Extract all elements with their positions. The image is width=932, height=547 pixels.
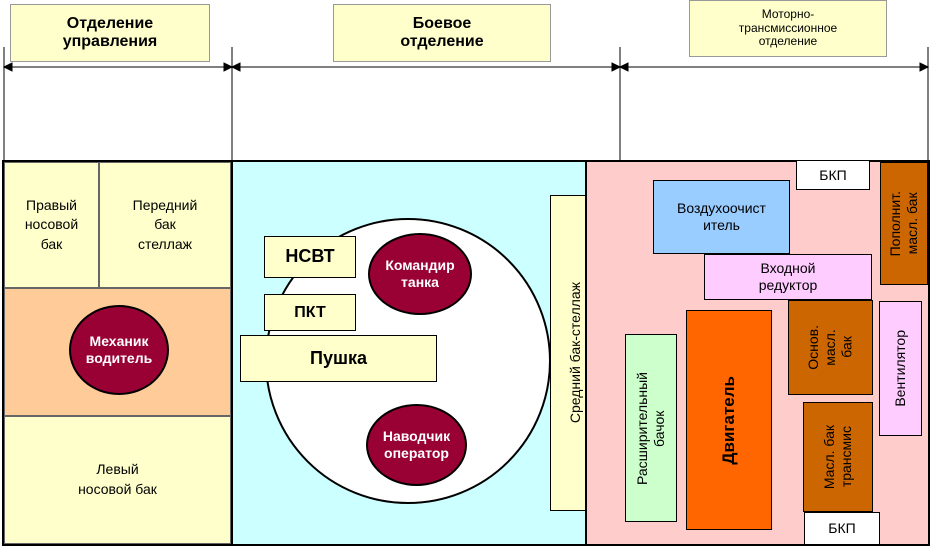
front-tank-rack: Передний бак стеллаж bbox=[99, 162, 231, 288]
gunner-crew: Наводчик оператор bbox=[366, 404, 467, 486]
fan: Вентилятор bbox=[879, 301, 922, 436]
aux-oil-tank: Пополнит. масл. бак bbox=[880, 162, 928, 285]
arrowhead bbox=[230, 62, 241, 72]
transmission-oil-tank: Масл. бак трансмис bbox=[803, 402, 873, 512]
aux-oil-tank-label: Пополнит. масл. бак bbox=[887, 190, 920, 257]
bkp-top: БКП bbox=[796, 160, 870, 190]
transmission-oil-tank-label: Масл. бак трансмис bbox=[821, 424, 854, 490]
arrowhead bbox=[611, 62, 622, 72]
header-engine-compartment: Моторно- трансмиссионное отделение bbox=[689, 0, 887, 57]
fan-label: Вентилятор bbox=[892, 330, 909, 407]
arrowhead bbox=[919, 62, 930, 72]
engine-block: Двигатель bbox=[686, 310, 772, 530]
pkt-box: ПКТ bbox=[264, 294, 356, 331]
nsvt-box: НСВТ bbox=[264, 236, 356, 278]
left-nose-tank: Левый носовой бак bbox=[4, 416, 231, 544]
input-reducer: Входной редуктор bbox=[704, 254, 872, 300]
main-oil-tank-label: Основ. масл. бак bbox=[805, 325, 855, 370]
arrowhead bbox=[223, 62, 234, 72]
header-control-compartment: Отделение управления bbox=[10, 4, 210, 62]
driver-crew: Механик водитель bbox=[69, 305, 169, 395]
engine-block-label: Двигатель bbox=[718, 375, 738, 465]
gun-box: Пушка bbox=[240, 335, 437, 382]
arrowhead bbox=[618, 62, 629, 72]
main-oil-tank: Основ. масл. бак bbox=[788, 300, 873, 395]
bkp-bottom: БКП bbox=[804, 512, 880, 545]
right-nose-tank: Правый носовой бак bbox=[4, 162, 99, 288]
arrowhead bbox=[2, 62, 13, 72]
expansion-tank-label: Расширительный бачок bbox=[634, 371, 667, 485]
air-cleaner: Воздухоочист итель bbox=[653, 180, 790, 254]
middle-tank-rack-label: Средний бак-стеллаж bbox=[567, 282, 584, 424]
expansion-tank: Расширительный бачок bbox=[625, 334, 677, 522]
header-fighting-compartment: Боевое отделение bbox=[333, 4, 551, 62]
commander-crew: Командир танка bbox=[368, 233, 472, 315]
